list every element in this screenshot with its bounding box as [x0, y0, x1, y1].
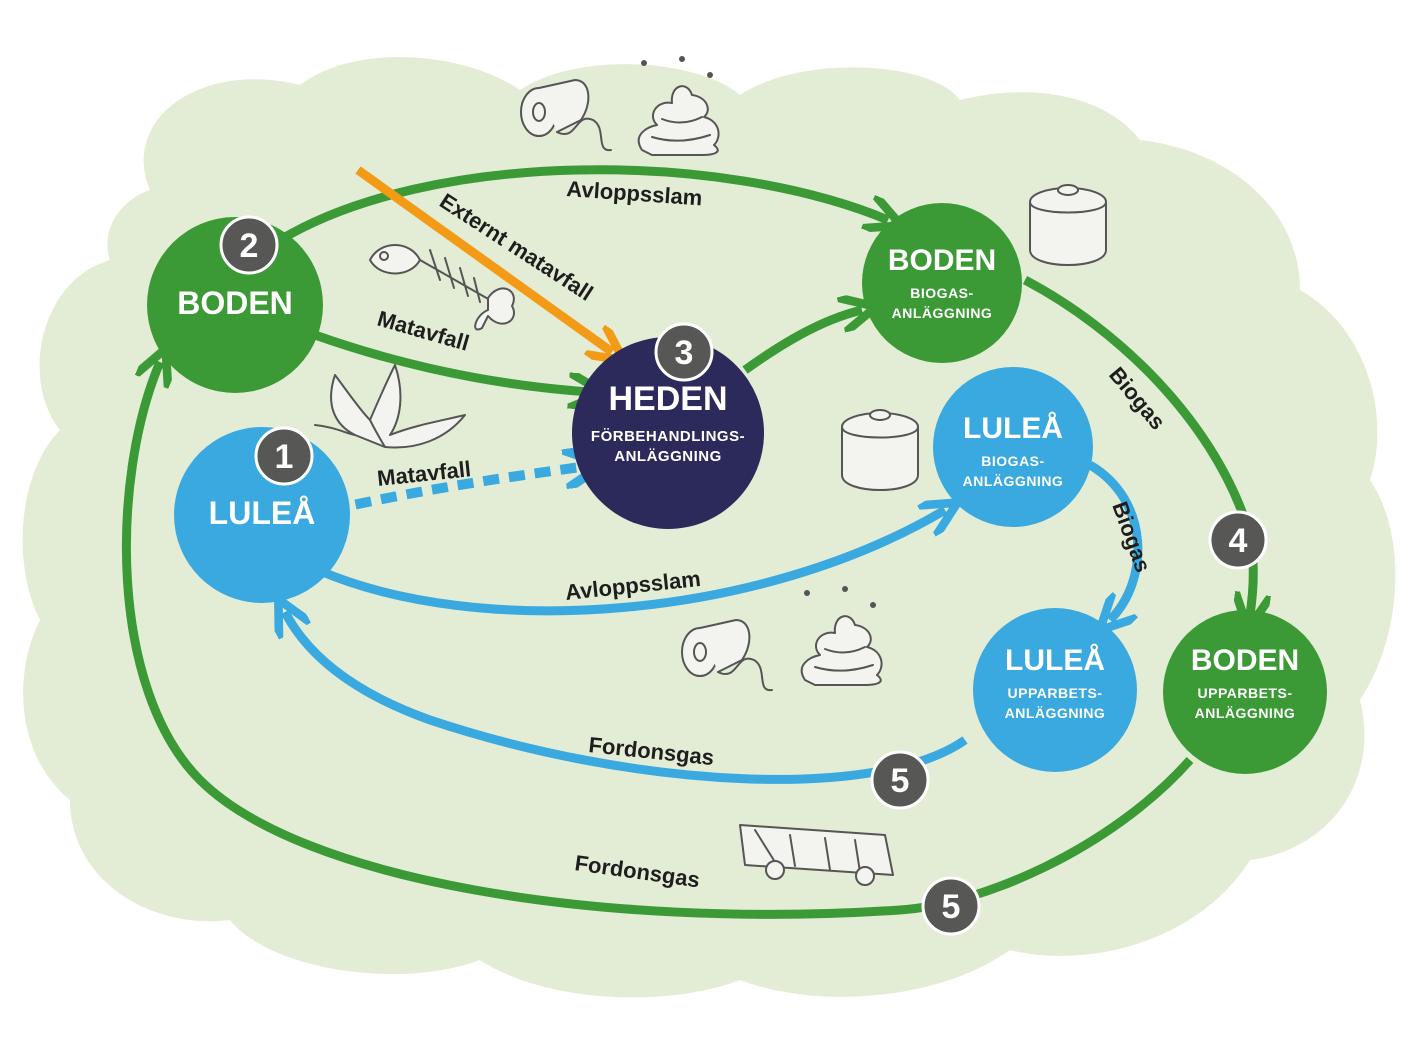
- svg-text:ANLÄGGNING: ANLÄGGNING: [963, 473, 1064, 489]
- svg-text:BIOGAS-: BIOGAS-: [981, 453, 1044, 469]
- toilet-paper-icon: [681, 619, 773, 692]
- lulea-biogas-arrow: [1087, 461, 1143, 620]
- lulea-matavfall-arrow: [328, 466, 588, 515]
- svg-text:LULEÅ: LULEÅ: [1005, 644, 1105, 677]
- heden-to-boden-biogas-arrow: [742, 310, 862, 374]
- step-badge-2: 2: [219, 215, 279, 275]
- node-boden-upgrade: BODEN UPPARBETS- ANLÄGGNING: [1163, 610, 1327, 774]
- svg-text:5: 5: [942, 888, 961, 926]
- lulea-avloppsslam-arrow: [316, 510, 945, 616]
- node-boden-biogas: BODEN BIOGAS- ANLÄGGNING: [862, 203, 1022, 363]
- svg-text:LULEÅ: LULEÅ: [209, 495, 316, 531]
- svg-text:1: 1: [275, 438, 294, 476]
- poop-icon: [800, 586, 883, 686]
- boden-biogas-arrow: [1022, 276, 1253, 615]
- boden-avloppsslam-arrow: [277, 165, 888, 244]
- node-lulea-biogas: LULEÅ BIOGAS- ANLÄGGNING: [933, 367, 1093, 527]
- step-badge-5-lulea: 5: [870, 750, 930, 810]
- external-food-waste-arrow: [355, 166, 612, 352]
- svg-text:5: 5: [891, 762, 910, 800]
- svg-text:ANLÄGGNING: ANLÄGGNING: [1005, 705, 1106, 721]
- svg-text:BODEN: BODEN: [177, 285, 293, 321]
- svg-text:LULEÅ: LULEÅ: [963, 412, 1063, 445]
- svg-text:4: 4: [1229, 522, 1248, 560]
- node-heden: HEDEN FÖRBEHANDLINGS- ANLÄGGNING: [572, 337, 764, 529]
- bus-icon: [739, 824, 894, 886]
- svg-text:BODEN: BODEN: [1191, 644, 1299, 677]
- svg-text:2: 2: [240, 227, 259, 265]
- svg-text:UPPARBETS-: UPPARBETS-: [1198, 685, 1293, 701]
- node-lulea-upgrade: LULEÅ UPPARBETS- ANLÄGGNING: [973, 608, 1137, 772]
- step-badge-3: 3: [654, 322, 714, 382]
- svg-text:UPPARBETS-: UPPARBETS-: [1008, 685, 1103, 701]
- biogas-tank-icon: [841, 409, 919, 491]
- banana-peel-icon: [314, 364, 466, 449]
- svg-text:BIOGAS-: BIOGAS-: [910, 285, 973, 301]
- toilet-paper-icon: [520, 79, 612, 152]
- node-boden-source: BODEN: [147, 217, 323, 393]
- step-badge-1: 1: [254, 426, 314, 486]
- step-badge-5-boden: 5: [921, 876, 981, 936]
- fish-bone-icon: [369, 244, 515, 331]
- biogas-tank-icon: [1029, 184, 1107, 266]
- poop-icon: [637, 56, 720, 156]
- step-badge-4: 4: [1208, 510, 1268, 570]
- svg-text:ANLÄGGNING: ANLÄGGNING: [614, 448, 722, 465]
- boden-fordonsgas-loop: [121, 362, 1194, 919]
- svg-text:FÖRBEHANDLINGS-: FÖRBEHANDLINGS-: [591, 428, 745, 445]
- svg-text:BODEN: BODEN: [888, 244, 996, 277]
- svg-text:ANLÄGGNING: ANLÄGGNING: [892, 305, 993, 321]
- svg-text:3: 3: [675, 334, 694, 372]
- boden-matavfall-arrow: [313, 330, 590, 392]
- svg-text:ANLÄGGNING: ANLÄGGNING: [1195, 705, 1296, 721]
- svg-text:HEDEN: HEDEN: [608, 380, 727, 418]
